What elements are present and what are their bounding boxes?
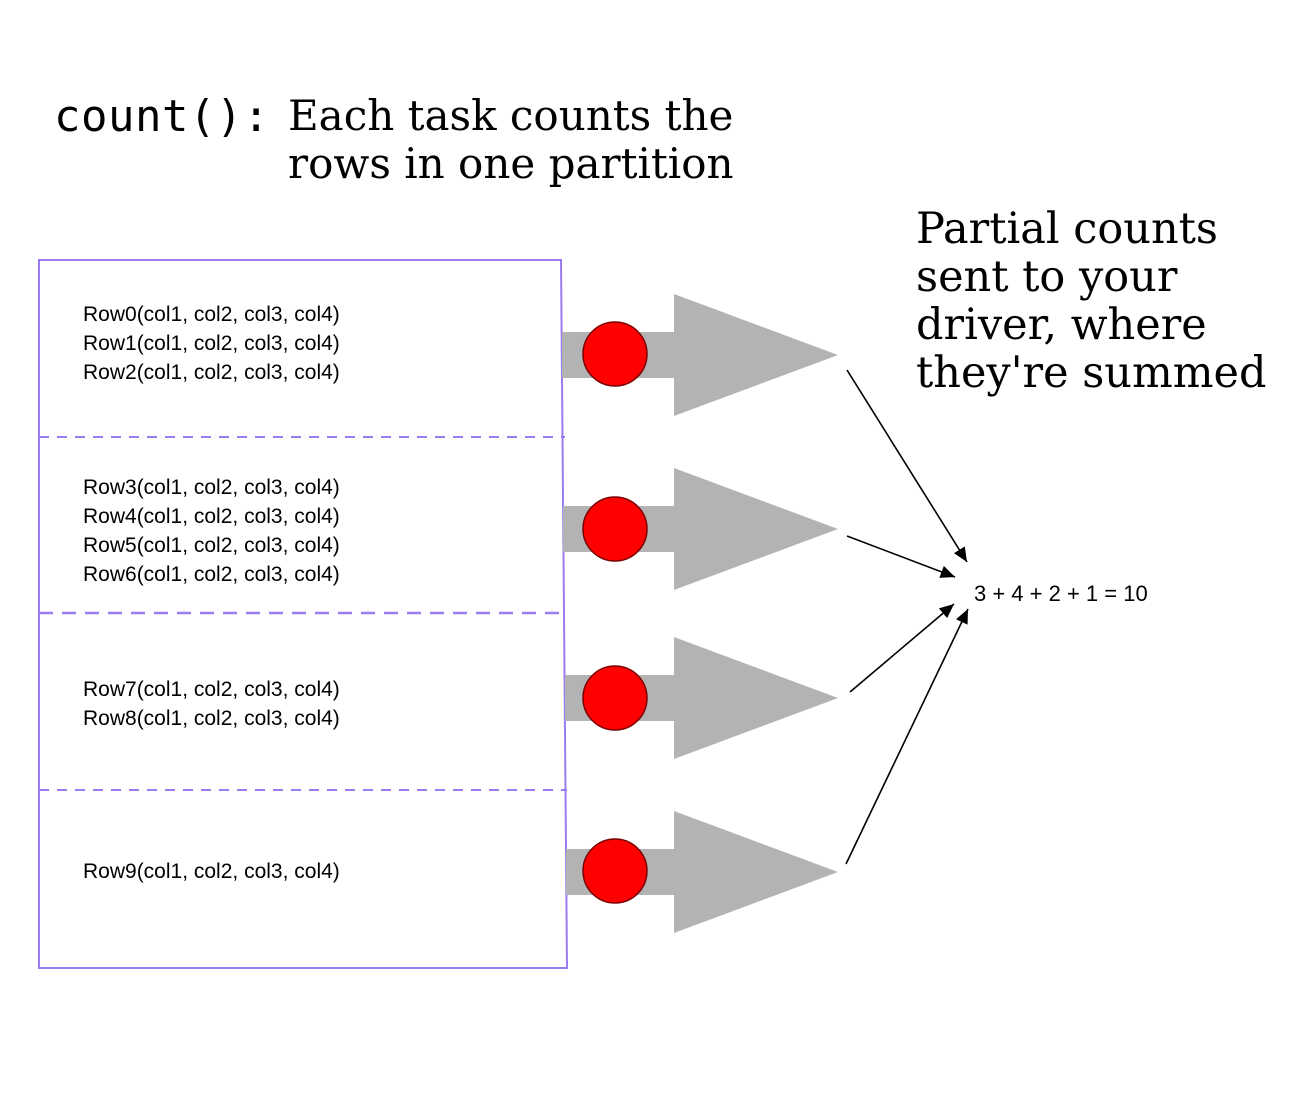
row-text: Row2(col1, col2, col3, col4) (83, 361, 340, 384)
heading-line-1: Each task counts the (288, 91, 734, 140)
connector-arrow-4 (845, 608, 969, 865)
row-text: Row0(col1, col2, col3, col4) (83, 303, 340, 326)
task-arrow-3 (565, 637, 838, 759)
partition-3-rows: Row7(col1, col2, col3, col4) Row8(col1, … (83, 675, 340, 733)
row-text: Row5(col1, col2, col3, col4) (83, 534, 340, 557)
row-text: Row1(col1, col2, col3, col4) (83, 332, 340, 355)
row-text: Row6(col1, col2, col3, col4) (83, 563, 340, 586)
flow-arrow (565, 637, 838, 759)
task-arrow-1 (562, 294, 838, 416)
partition-2-rows: Row3(col1, col2, col3, col4) Row4(col1, … (83, 473, 340, 589)
row-text: Row8(col1, col2, col3, col4) (83, 707, 340, 730)
task-dot (582, 665, 648, 731)
task-dot (582, 496, 648, 562)
task-arrow-2 (563, 468, 838, 590)
flow-arrow (566, 811, 838, 933)
note-line-1: Partial counts (916, 204, 1218, 254)
flow-arrow (562, 294, 838, 416)
sum-expression: 3 + 4 + 2 + 1 = 10 (974, 581, 1148, 606)
note-line-4: they're summed (916, 348, 1267, 398)
driver-note: Partial counts sent to your driver, wher… (916, 205, 1267, 397)
row-text: Row9(col1, col2, col3, col4) (83, 860, 340, 883)
partition-box (38, 259, 569, 969)
task-dot (582, 321, 648, 387)
connector-arrow-1 (846, 369, 968, 563)
heading-text: Each task counts the rows in one partiti… (288, 92, 734, 188)
note-line-3: driver, where (916, 300, 1207, 350)
code-label: count(): (54, 91, 270, 142)
row-text: Row7(col1, col2, col3, col4) (83, 678, 340, 701)
task-dot (582, 838, 648, 904)
note-line-2: sent to your (916, 252, 1178, 302)
row-text: Row3(col1, col2, col3, col4) (83, 476, 340, 499)
row-text: Row4(col1, col2, col3, col4) (83, 505, 340, 528)
connector-arrow-2 (846, 535, 956, 578)
task-arrow-4 (566, 811, 838, 933)
connector-arrow-3 (849, 603, 955, 693)
partition-1-rows: Row0(col1, col2, col3, col4) Row1(col1, … (83, 300, 340, 387)
heading-line-2: rows in one partition (288, 139, 734, 188)
partition-4-rows: Row9(col1, col2, col3, col4) (83, 857, 340, 886)
flow-arrow (563, 468, 838, 590)
